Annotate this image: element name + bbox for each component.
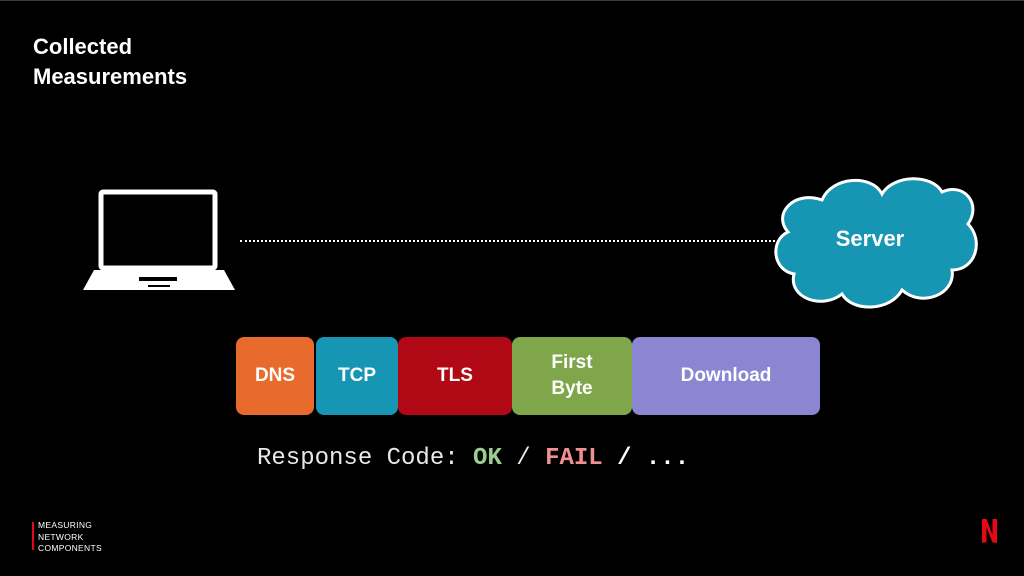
title-line-1: Collected [33, 34, 133, 59]
phase-download: Download [632, 337, 820, 415]
response-fail: FAIL [545, 445, 603, 472]
footer-section-label: MEASURING NETWORK COMPONENTS [38, 520, 102, 555]
phase-first-byte: First Byte [512, 337, 632, 415]
response-more: / ... [602, 445, 690, 472]
netflix-logo-icon [982, 519, 997, 548]
footer-line-3: COMPONENTS [38, 543, 102, 553]
phase-tcp: TCP [316, 337, 398, 415]
footer-accent-bar [32, 522, 34, 550]
response-prefix: Response Code: [257, 445, 474, 472]
laptop-icon [78, 188, 240, 301]
top-divider [0, 0, 1024, 1]
server-label: Server [835, 226, 905, 251]
server-cloud-icon [772, 170, 982, 320]
response-code-line: Response Code: OK / FAIL / ... [257, 445, 689, 472]
response-ok: OK [473, 445, 502, 472]
phase-dns: DNS [236, 337, 314, 415]
connection-line [240, 240, 775, 242]
footer-line-1: MEASURING [38, 520, 93, 530]
response-separator: / [501, 445, 546, 472]
slide-title: Collected Measurements [33, 32, 187, 92]
title-line-2: Measurements [33, 64, 188, 89]
footer-line-2: NETWORK [38, 531, 84, 542]
phase-tls: TLS [398, 337, 512, 415]
